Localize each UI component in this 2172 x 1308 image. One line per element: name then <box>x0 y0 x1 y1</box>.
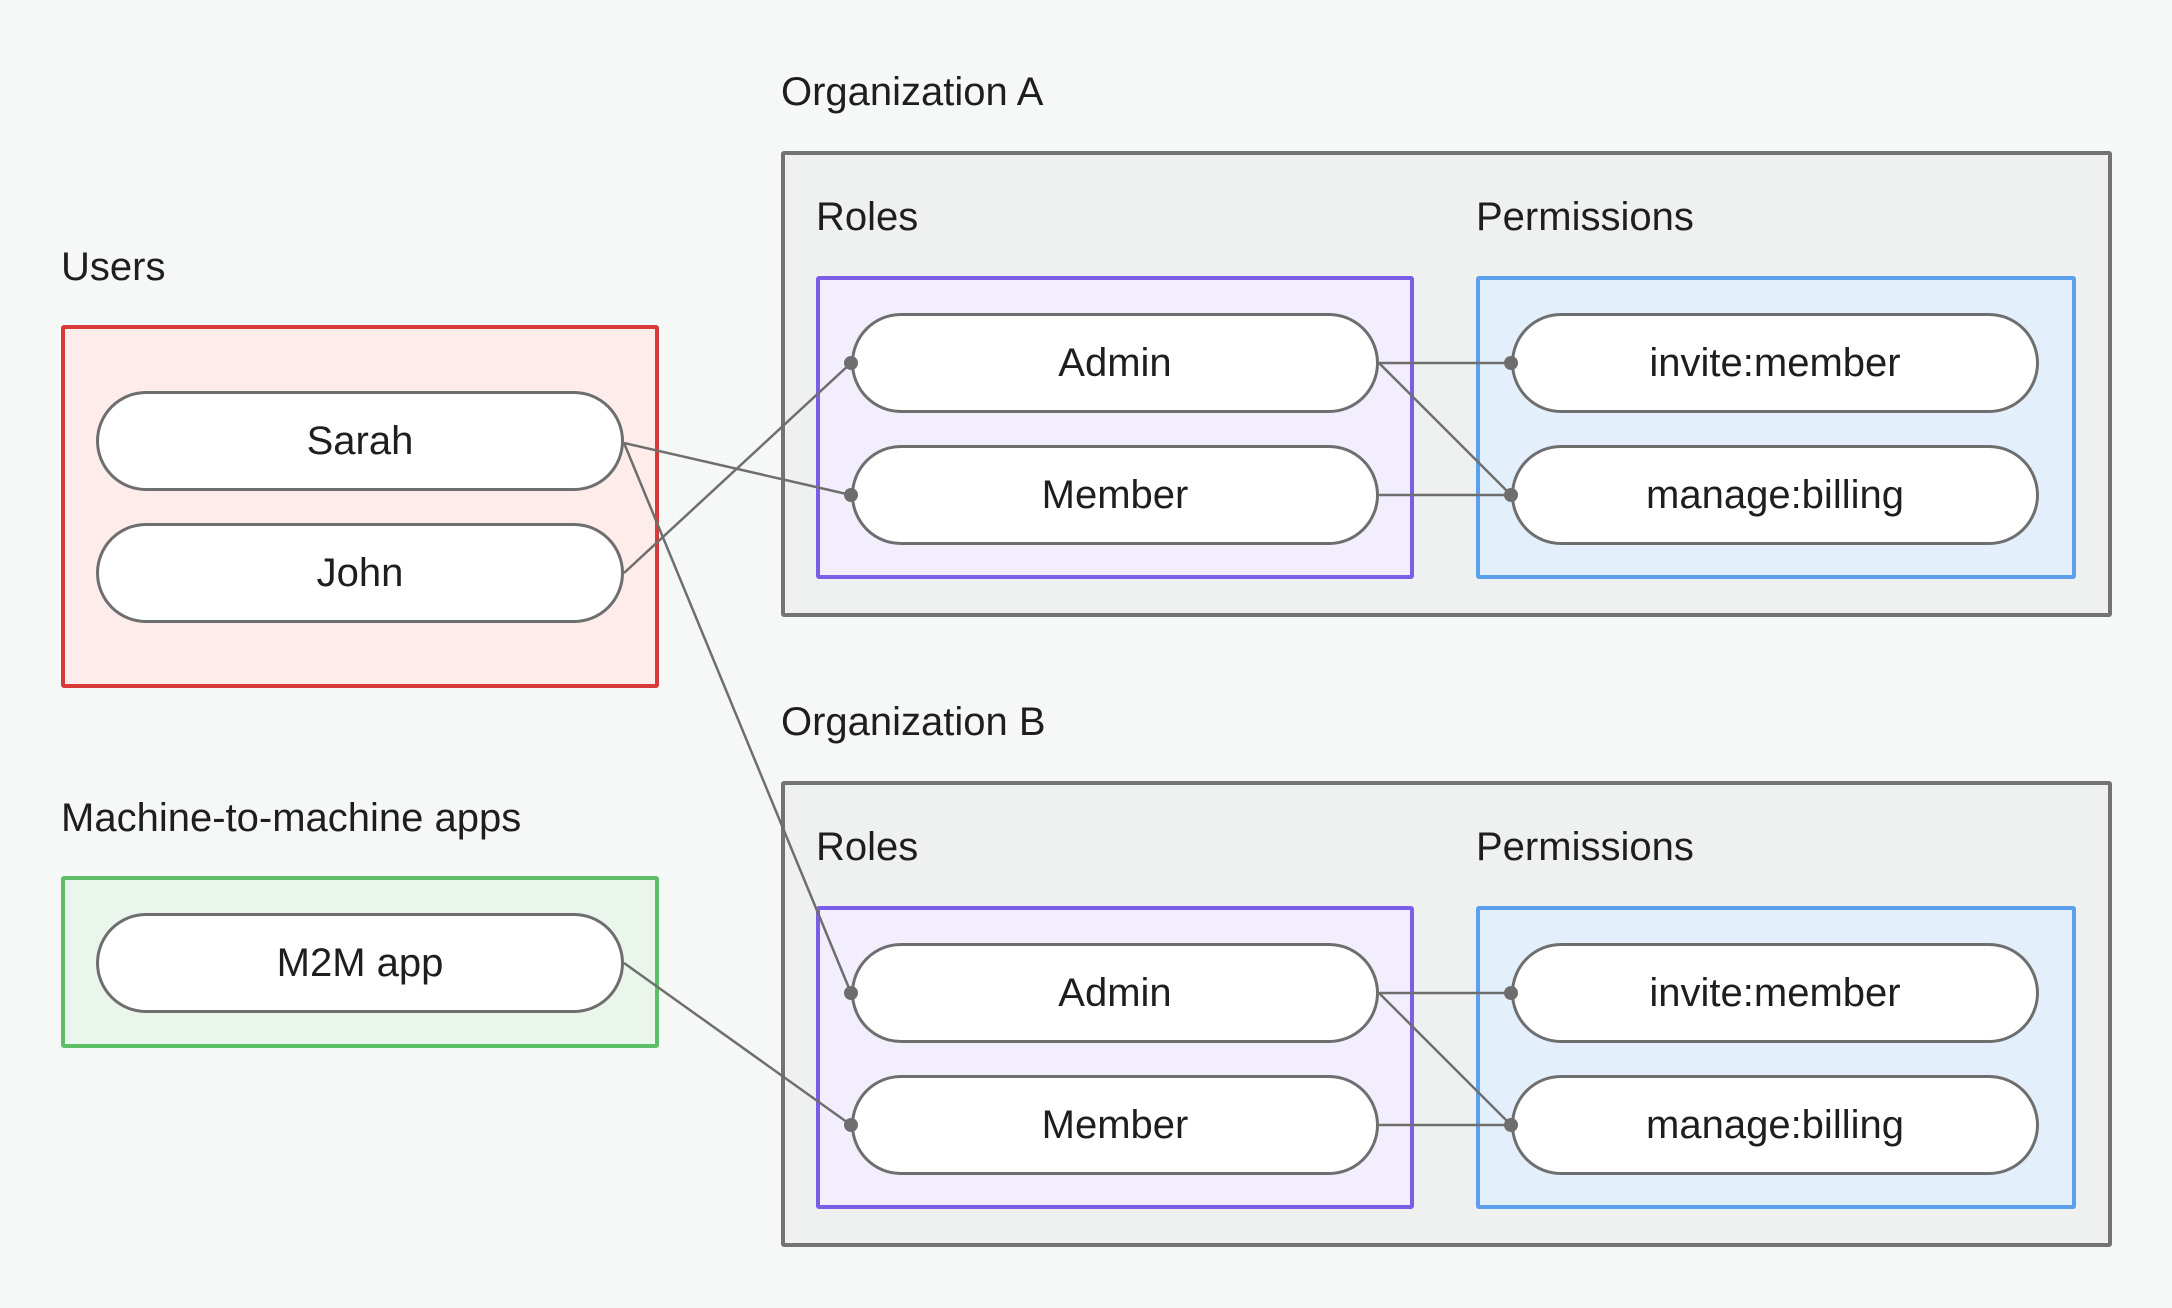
org-a-roles-heading: Roles <box>816 195 919 239</box>
user-node-john[interactable]: John <box>96 523 624 623</box>
org-b-roles-heading: Roles <box>816 825 919 869</box>
org-a-role-member[interactable]: Member <box>851 445 1379 545</box>
m2m-node-app[interactable]: M2M app <box>96 913 624 1013</box>
users-heading: Users <box>61 245 166 289</box>
org-a-heading: Organization A <box>781 70 1044 114</box>
org-b-heading: Organization B <box>781 700 1046 744</box>
org-a-role-admin[interactable]: Admin <box>851 313 1379 413</box>
org-b-role-admin[interactable]: Admin <box>851 943 1379 1043</box>
org-b-role-member[interactable]: Member <box>851 1075 1379 1175</box>
org-a-permission-manage-billing[interactable]: manage:billing <box>1511 445 2039 545</box>
org-b-permission-manage-billing[interactable]: manage:billing <box>1511 1075 2039 1175</box>
org-a-permissions-heading: Permissions <box>1476 195 1694 239</box>
org-b-permission-invite-member[interactable]: invite:member <box>1511 943 2039 1043</box>
org-a-permission-invite-member[interactable]: invite:member <box>1511 313 2039 413</box>
user-node-sarah[interactable]: Sarah <box>96 391 624 491</box>
org-b-permissions-heading: Permissions <box>1476 825 1694 869</box>
users-container <box>61 325 659 688</box>
m2m-heading: Machine-to-machine apps <box>61 796 522 840</box>
